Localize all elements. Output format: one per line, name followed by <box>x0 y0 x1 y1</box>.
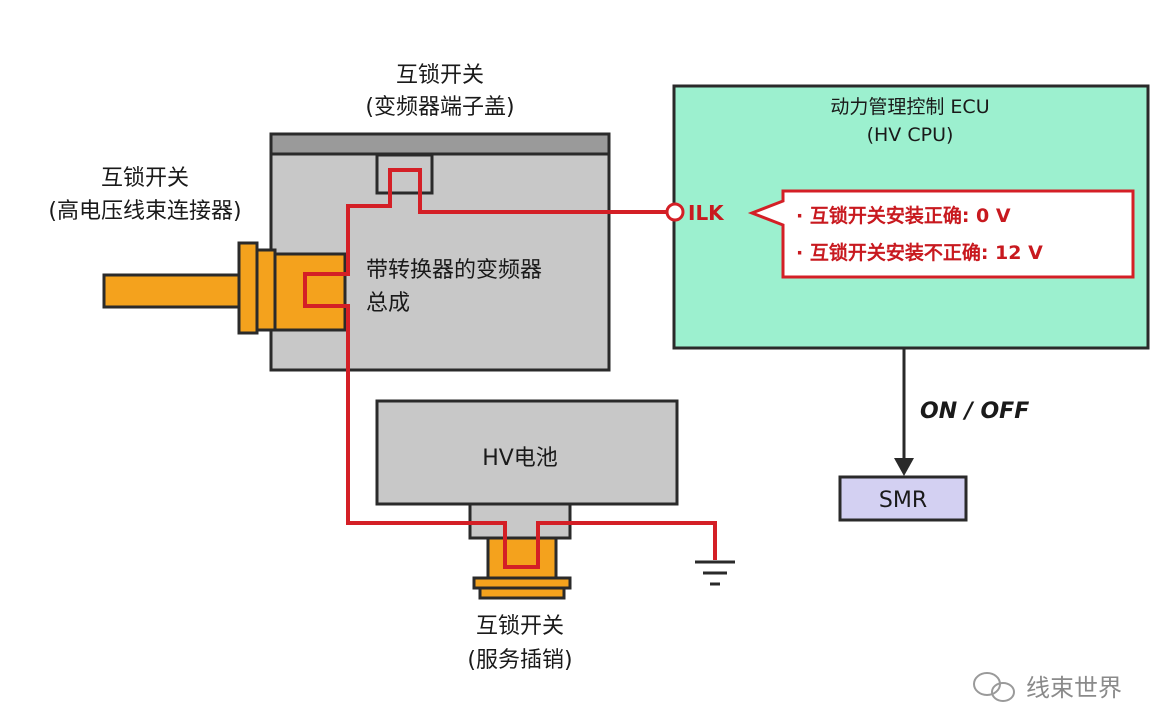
hv-connector-body <box>273 252 347 332</box>
ecu-label-1: 动力管理控制 ECU <box>830 96 989 118</box>
service-plug-switch-label-1: 互锁开关 <box>476 614 564 639</box>
service-plug-switch-label-2: (服务插销) <box>467 648 572 673</box>
inverter-terminal-cover <box>269 132 611 156</box>
hv-harness-switch-label-2: (高电压线束连接器) <box>48 199 241 224</box>
hv-connector-flange <box>237 241 259 335</box>
inverter-assembly-box <box>269 132 611 372</box>
smr-label: SMR <box>879 488 927 513</box>
callout-incorrect-text: · 互锁开关安装不正确: 12 V <box>796 241 1043 264</box>
wechat-logo-icon <box>973 672 1015 702</box>
inverter-cover-switch-label-1: 互锁开关 <box>396 63 484 88</box>
ground-icon <box>695 560 735 586</box>
ilk-label: ILK <box>688 201 725 225</box>
arrow-head-icon <box>894 458 914 476</box>
service-plug-cap <box>478 586 566 600</box>
interlock-wire <box>303 168 717 569</box>
inverter-assembly-label-2: 总成 <box>366 291 410 316</box>
hv-battery-box <box>375 399 679 506</box>
hv-harness-switch-label-1: 互锁开关 <box>101 166 189 191</box>
watermark-text: 线束世界 <box>1026 674 1122 702</box>
inverter-cover-switch-label-2: (变频器端子盖) <box>365 95 514 120</box>
on-off-label: ON / OFF <box>920 399 1029 424</box>
smr-box <box>838 475 968 522</box>
callout-correct-text: · 互锁开关安装正确: 0 V <box>796 204 1011 227</box>
service-plug-body <box>486 536 558 580</box>
hv-battery-label: HV电池 <box>482 446 558 471</box>
ecu-label-2: (HV CPU) <box>867 124 954 146</box>
inverter-cover-switch-block <box>375 153 434 195</box>
voltage-callout-bubble <box>747 189 1135 279</box>
hv-connector-ring <box>255 248 277 332</box>
ilk-terminal-icon <box>665 202 685 222</box>
inverter-assembly-label-1: 带转换器的变频器 <box>366 258 542 283</box>
hv-cable <box>102 273 266 309</box>
